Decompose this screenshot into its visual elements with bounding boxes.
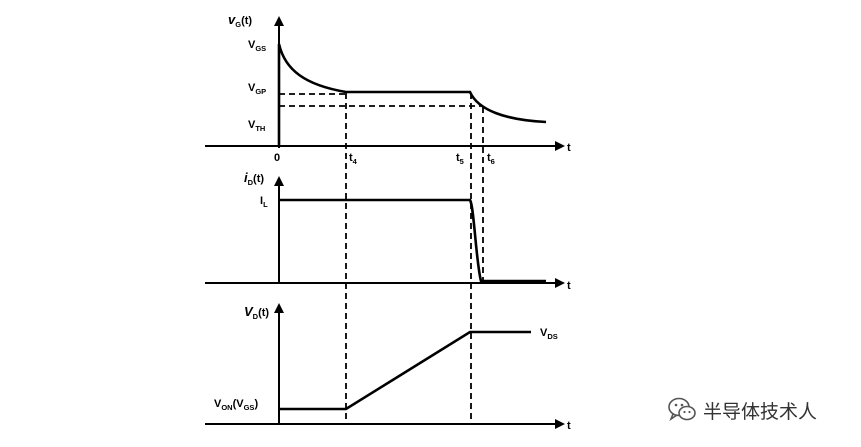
voltage-y-label: VD(t): [244, 304, 269, 321]
drain-voltage-curve: [279, 330, 531, 411]
vds-label: VDS: [540, 327, 558, 341]
il-label: IL: [260, 195, 268, 209]
watermark: 半导体技术人: [667, 396, 817, 424]
time-markers: [345, 93, 484, 424]
tick-0-label: 0: [274, 152, 280, 164]
tick-t6-label: t6: [487, 152, 495, 166]
current-x-axis-label: t: [567, 280, 571, 292]
watermark-text: 半导体技术人: [703, 400, 818, 423]
tick-t5-label: t5: [456, 152, 464, 166]
gate-x-axis-label: t: [567, 142, 571, 154]
drain-current-panel: iD(t) IL t: [205, 170, 571, 292]
gate-y-label: vG(t): [228, 12, 252, 29]
current-y-label: iD(t): [244, 170, 264, 187]
vgs-label: VGS: [248, 39, 266, 53]
wechat-icon: [668, 397, 696, 422]
vth-label: VTH: [248, 119, 265, 133]
drain-current-curve: [279, 198, 546, 283]
vgp-label: VGP: [248, 82, 266, 96]
von-label: VON(VGS): [214, 398, 258, 412]
voltage-x-axis-label: t: [567, 420, 571, 432]
gate-voltage-curve: [277, 43, 547, 146]
gate-voltage-panel: vG(t) VGS VGP VTH 0 t4 t5 t6 t: [205, 12, 571, 166]
tick-t4-label: t4: [349, 152, 358, 166]
drain-voltage-panel: VD(t) VON(VGS) VDS t: [205, 303, 571, 432]
